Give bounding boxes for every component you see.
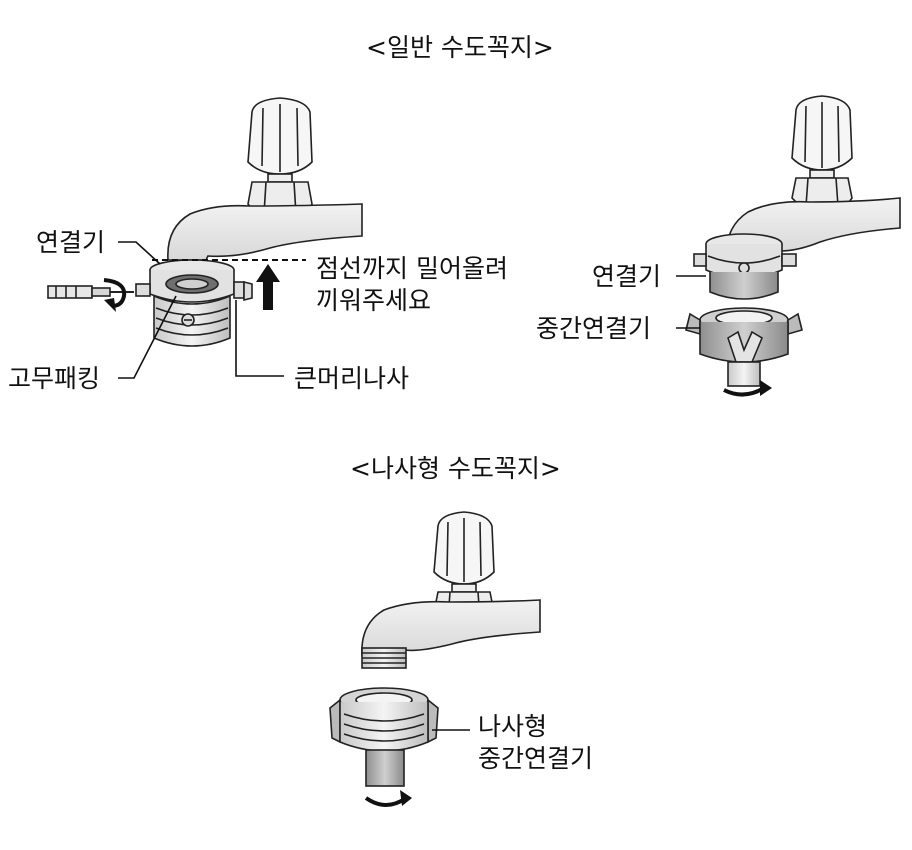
rotate-arrow-head-icon <box>104 298 116 312</box>
label-big-head-screw: 큰머리나사 <box>294 364 410 393</box>
title-threaded-faucet: <나사형 수도꼭지> <box>350 454 561 483</box>
up-arrow-icon <box>256 264 280 310</box>
label-threaded-line1: 나사형 <box>478 712 548 741</box>
faucet-general-right <box>685 95 901 387</box>
faucet-threaded <box>329 511 541 787</box>
rotate-arrow-icon <box>103 278 127 308</box>
rotate-arrow-bottom-head-icon <box>400 790 412 806</box>
leader-lines-right <box>676 275 706 329</box>
label-middle-connector: 중간연결기 <box>536 314 652 343</box>
faucet-general-left <box>47 97 363 347</box>
title-general-faucet: <일반 수도꼭지> <box>366 33 554 62</box>
rotate-arrow-bottom-icon <box>364 796 408 807</box>
rotate-arrow-right-head-icon <box>760 380 772 396</box>
label-rubber-packing: 고무패킹 <box>8 364 101 393</box>
leader-lines-left <box>118 241 284 379</box>
label-threaded-line2: 중간연결기 <box>478 744 594 773</box>
label-connector-right: 연결기 <box>592 262 662 291</box>
label-connector-left: 연결기 <box>36 228 106 257</box>
label-push-up-line2: 끼워주세요 <box>316 286 432 315</box>
label-push-up-line1: 점선까지 밀어올려 <box>316 254 508 283</box>
rotate-arrow-right-icon <box>723 386 766 397</box>
